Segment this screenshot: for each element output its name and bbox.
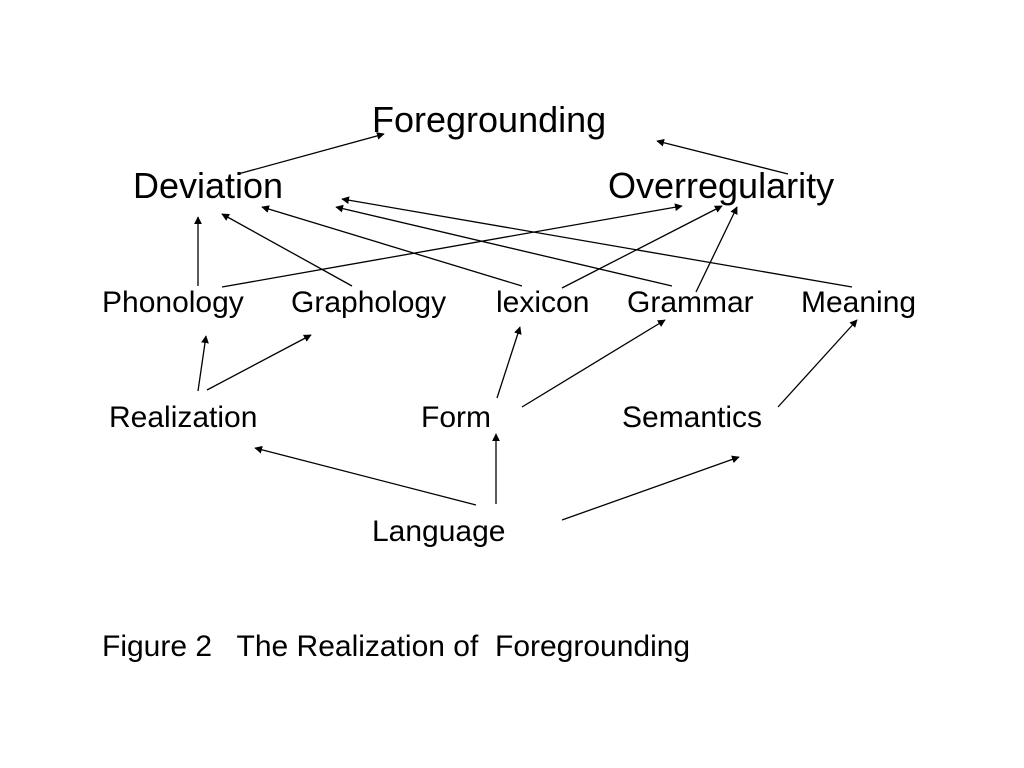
node-foregrounding: Foregrounding <box>372 99 607 140</box>
arrow-meaning-to-deviation <box>341 196 853 288</box>
node-meaning: Meaning <box>801 286 917 319</box>
arrow-graphology-to-deviation <box>221 213 353 287</box>
node-realization: Realization <box>109 401 258 434</box>
node-phonology: Phonology <box>102 286 244 319</box>
node-lexicon: lexicon <box>496 286 590 319</box>
arrow-grammar-to-overregularity <box>695 206 738 293</box>
arrow-lexicon-to-deviation <box>261 205 523 287</box>
node-form: Form <box>421 401 491 434</box>
node-semantics: Semantics <box>622 401 763 434</box>
arrow-realization-to-graphology <box>206 334 312 391</box>
arrow-semantics-to-meaning <box>777 319 858 408</box>
arrow-grammar-to-deviation <box>335 204 673 287</box>
node-grammar: Grammar <box>627 286 754 319</box>
node-overregularity: Overregularity <box>608 165 835 206</box>
arrow-form-to-grammar <box>521 319 666 408</box>
arrow-deviation-to-foregrounding <box>237 132 385 175</box>
arrow-language-to-realization <box>254 445 477 506</box>
node-language: Language <box>372 515 506 548</box>
arrow-phonology-to-overregularity <box>221 203 683 288</box>
arrow-language-to-semantics <box>561 455 740 521</box>
arrow-realization-to-phonology <box>197 335 209 392</box>
arrow-overregularity-to-foregrounding <box>656 138 789 175</box>
arrow-form-to-lexicon <box>496 326 522 399</box>
arrow-lexicon-to-overregularity <box>561 205 723 289</box>
node-graphology: Graphology <box>291 286 447 319</box>
figure-caption: Figure 2 The Realization of Foregroundin… <box>102 630 691 663</box>
node-deviation: Deviation <box>133 165 284 206</box>
